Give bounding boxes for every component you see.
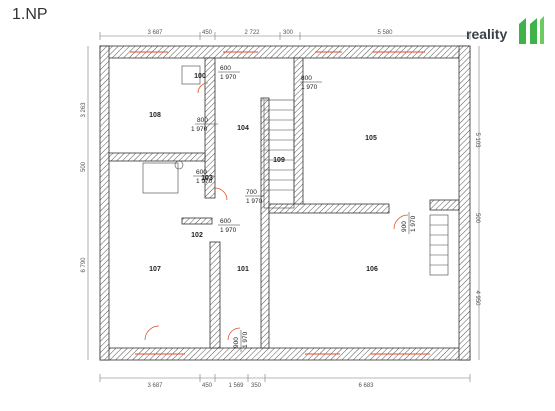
- room-102: 102: [191, 232, 203, 239]
- opening-5-height: 1 970: [246, 198, 263, 205]
- opening-2-width: 800: [301, 75, 312, 82]
- reality-logo: reality: [466, 14, 546, 46]
- room-100: 100: [194, 73, 206, 80]
- opening-1-width: 600: [220, 65, 231, 72]
- dim-bottom-3: 1 569: [228, 383, 244, 389]
- logo-text: reality: [466, 26, 508, 42]
- logo-mark-icon: [519, 16, 544, 44]
- room-108: 108: [149, 112, 161, 119]
- dimension-texts: 3 687 450 2 722 300 5 580 3 687 450 1 56…: [81, 30, 480, 389]
- room-104: 104: [237, 125, 249, 132]
- doors: [144, 82, 409, 341]
- dim-top-5: 5 580: [377, 30, 393, 36]
- opening-8-width: 900: [401, 221, 408, 232]
- room-labels: 100 101 102 103 104 105 106 107 108 109: [149, 73, 378, 273]
- dim-top-4: 300: [283, 30, 294, 36]
- dim-top-3: 2 722: [244, 30, 260, 36]
- opening-labels: [193, 71, 410, 352]
- opening-3-height: 1 970: [191, 126, 208, 133]
- opening-6-height: 1 970: [220, 227, 237, 234]
- dimension-lines: [87, 32, 480, 382]
- floor-title: 1.NP: [12, 6, 48, 23]
- bathroom-fixtures: [142, 65, 201, 194]
- dim-bottom-5: 6 683: [358, 383, 374, 389]
- opening-8-height: 1 970: [410, 215, 417, 232]
- room-101: 101: [237, 266, 249, 273]
- dim-left-1: 3 263: [81, 102, 87, 118]
- opening-texts: 600 1 970 800 1 970 800 1 970 600 1 970 …: [191, 65, 417, 348]
- room-106: 106: [366, 266, 378, 273]
- dim-right-2: 500: [474, 213, 480, 224]
- opening-1-height: 1 970: [220, 74, 237, 81]
- opening-4-width: 600: [196, 169, 207, 176]
- opening-5-width: 700: [246, 189, 257, 196]
- opening-6-width: 600: [220, 218, 231, 225]
- dim-top-1: 3 687: [147, 30, 163, 36]
- walls: [99, 45, 471, 361]
- room-103: 103: [201, 175, 213, 182]
- dim-left-3: 6 790: [81, 257, 87, 273]
- dim-right-1: 5 103: [474, 132, 480, 148]
- opening-7-width: 900: [233, 337, 240, 348]
- dim-left-2: 500: [81, 161, 87, 172]
- room-105: 105: [365, 135, 377, 142]
- room-107: 107: [149, 266, 161, 273]
- opening-2-height: 1 970: [301, 84, 318, 91]
- room-109: 109: [273, 157, 285, 164]
- opening-7-height: 1 970: [242, 331, 249, 348]
- windows: [130, 51, 430, 355]
- dim-right-3: 4 950: [474, 290, 480, 306]
- dim-top-2: 450: [202, 30, 213, 36]
- dim-bottom-2: 450: [202, 383, 213, 389]
- dim-bottom-4: 350: [251, 383, 262, 389]
- dim-bottom-1: 3 687: [147, 383, 163, 389]
- stairs: [263, 99, 449, 276]
- opening-4-height: 1 970: [196, 178, 213, 185]
- opening-3-width: 800: [197, 117, 208, 124]
